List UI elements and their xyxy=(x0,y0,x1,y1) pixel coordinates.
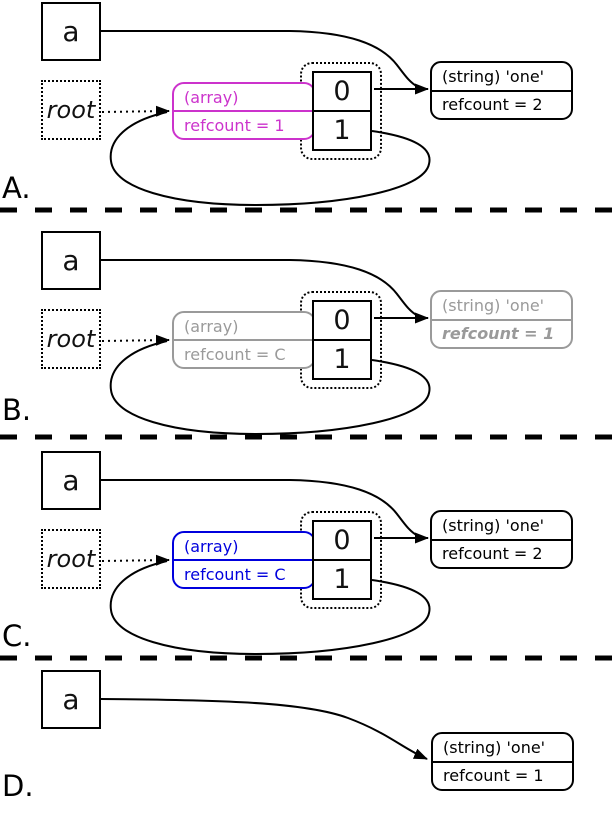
string-refcount: refcount = 2 xyxy=(432,538,571,568)
array-type: (array) xyxy=(184,536,239,556)
arrow-root-to-array xyxy=(101,554,170,566)
array-refcount: refcount = C xyxy=(174,339,314,367)
variable-box-a: a xyxy=(41,231,101,290)
array-type: (array) xyxy=(184,316,239,336)
cells-box: 0 1 xyxy=(312,520,372,600)
array-refcount: refcount = 1 xyxy=(174,110,314,138)
panel-label-a: A. xyxy=(2,171,31,205)
root-box: root xyxy=(41,80,101,140)
arrow-a-to-string xyxy=(100,698,428,760)
string-box: (string) 'one' refcount = 1 xyxy=(430,290,573,349)
string-type: (string) 'one' xyxy=(442,66,545,86)
array-box: (array) refcount = C xyxy=(172,311,316,369)
root-box: root xyxy=(41,309,101,369)
string-refcount: refcount = 1 xyxy=(432,318,571,348)
arrow-root-to-array xyxy=(101,105,170,117)
panel-label-c: C. xyxy=(2,619,32,653)
cell-0: 0 xyxy=(333,305,351,336)
array-type: (array) xyxy=(184,87,239,107)
string-type: (string) 'one' xyxy=(443,737,546,757)
string-type: (string) 'one' xyxy=(442,295,545,315)
cells-box: 0 1 xyxy=(312,300,372,380)
array-box: (array) refcount = C xyxy=(172,531,316,589)
string-box: (string) 'one' refcount = 1 xyxy=(431,732,574,791)
array-box: (array) refcount = 1 xyxy=(172,82,316,140)
array-refcount: refcount = C xyxy=(174,559,314,587)
variable-label: a xyxy=(62,683,80,716)
cell-1: 1 xyxy=(314,339,370,378)
variable-box-a: a xyxy=(41,451,101,510)
root-box: root xyxy=(41,529,101,589)
variable-label: a xyxy=(62,15,80,48)
root-label: root xyxy=(46,325,96,353)
panel-label-d: D. xyxy=(2,769,34,803)
cell-1: 1 xyxy=(314,559,370,598)
cell-0: 0 xyxy=(333,525,351,556)
cell-0: 0 xyxy=(333,76,351,107)
variable-box-a: a xyxy=(41,2,101,61)
variable-label: a xyxy=(62,464,80,497)
cells-box: 0 1 xyxy=(312,71,372,151)
variable-label: a xyxy=(62,244,80,277)
string-refcount: refcount = 2 xyxy=(432,89,571,119)
string-box: (string) 'one' refcount = 2 xyxy=(430,61,573,120)
root-label: root xyxy=(46,545,96,573)
variable-box-a: a xyxy=(41,670,101,729)
panel-d-connectors xyxy=(100,698,428,760)
root-label: root xyxy=(46,96,96,124)
string-refcount: refcount = 1 xyxy=(433,760,572,790)
panel-label-b: B. xyxy=(2,393,32,427)
string-box: (string) 'one' refcount = 2 xyxy=(430,510,573,569)
string-type: (string) 'one' xyxy=(442,515,545,535)
arrow-root-to-array xyxy=(101,334,170,346)
cell-1: 1 xyxy=(314,110,370,149)
